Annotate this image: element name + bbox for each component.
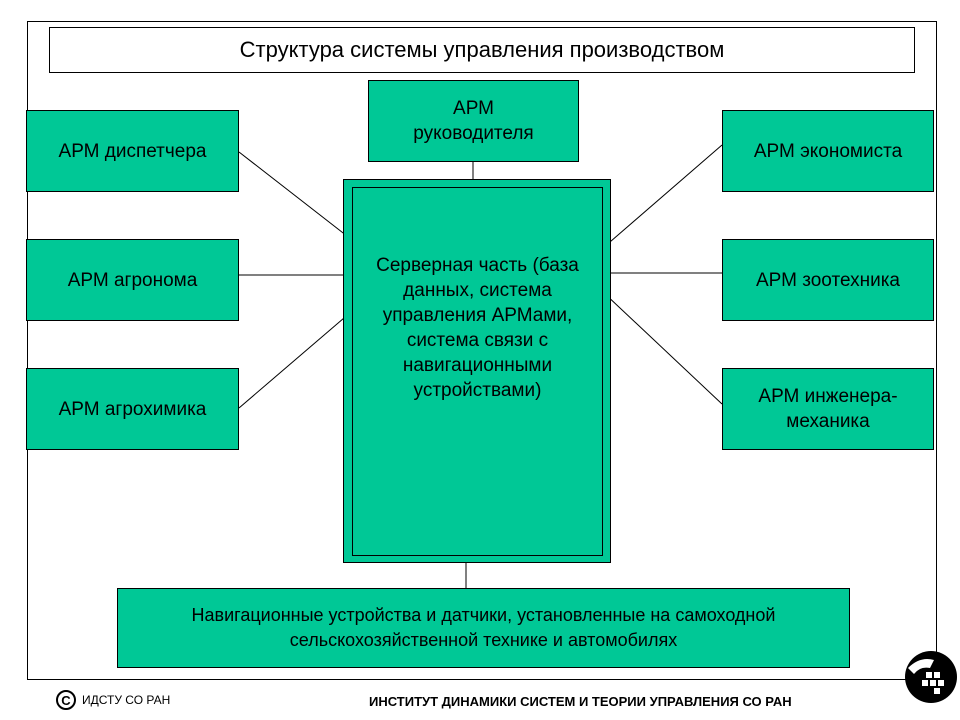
node-agronomist: АРМ агронома xyxy=(26,239,239,321)
node-engineer: АРМ инженера-механика xyxy=(722,368,934,450)
slide-frame xyxy=(27,21,937,680)
institute-logo-icon xyxy=(905,651,957,703)
node-economist-label: АРМ экономиста xyxy=(753,140,903,162)
server-node-label: Серверная часть (база данных, система уп… xyxy=(376,255,579,401)
node-manager-label: АРМ руководителя xyxy=(413,98,534,144)
node-agronomist-label: АРМ агронома xyxy=(67,269,198,291)
connector-economist xyxy=(602,144,723,249)
node-navigation: Навигационные устройства и датчики, уста… xyxy=(117,588,850,668)
copyright-icon: C xyxy=(56,690,76,710)
server-node: Серверная часть (база данных, система уп… xyxy=(352,187,603,556)
node-economist: АРМ экономиста xyxy=(722,110,934,192)
node-zootechnician-label: АРМ зоотехника xyxy=(756,269,900,291)
footer-institute: ИНСТИТУТ ДИНАМИКИ СИСТЕМ И ТЕОРИИ УПРАВЛ… xyxy=(369,694,792,709)
node-dispatcher-label: АРМ диспетчера xyxy=(58,140,207,162)
connector-engineer xyxy=(602,291,723,405)
node-agrochemist: АРМ агрохимика xyxy=(26,368,239,450)
copyright-text: ИДСТУ СО РАН xyxy=(82,693,171,707)
node-engineer-label: АРМ инженера-механика xyxy=(758,386,898,432)
server-node-outer xyxy=(343,179,611,563)
node-manager: АРМ руководителя xyxy=(368,80,579,162)
node-agrochemist-label: АРМ агрохимика xyxy=(58,398,207,420)
footer-copyright: C ИДСТУ СО РАН xyxy=(56,690,170,710)
node-navigation-label: Навигационные устройства и датчики, уста… xyxy=(191,605,776,650)
node-dispatcher: АРМ диспетчера xyxy=(26,110,239,192)
node-zootechnician: АРМ зоотехника xyxy=(722,239,934,321)
diagram-title: Структура системы управления производств… xyxy=(49,27,915,73)
